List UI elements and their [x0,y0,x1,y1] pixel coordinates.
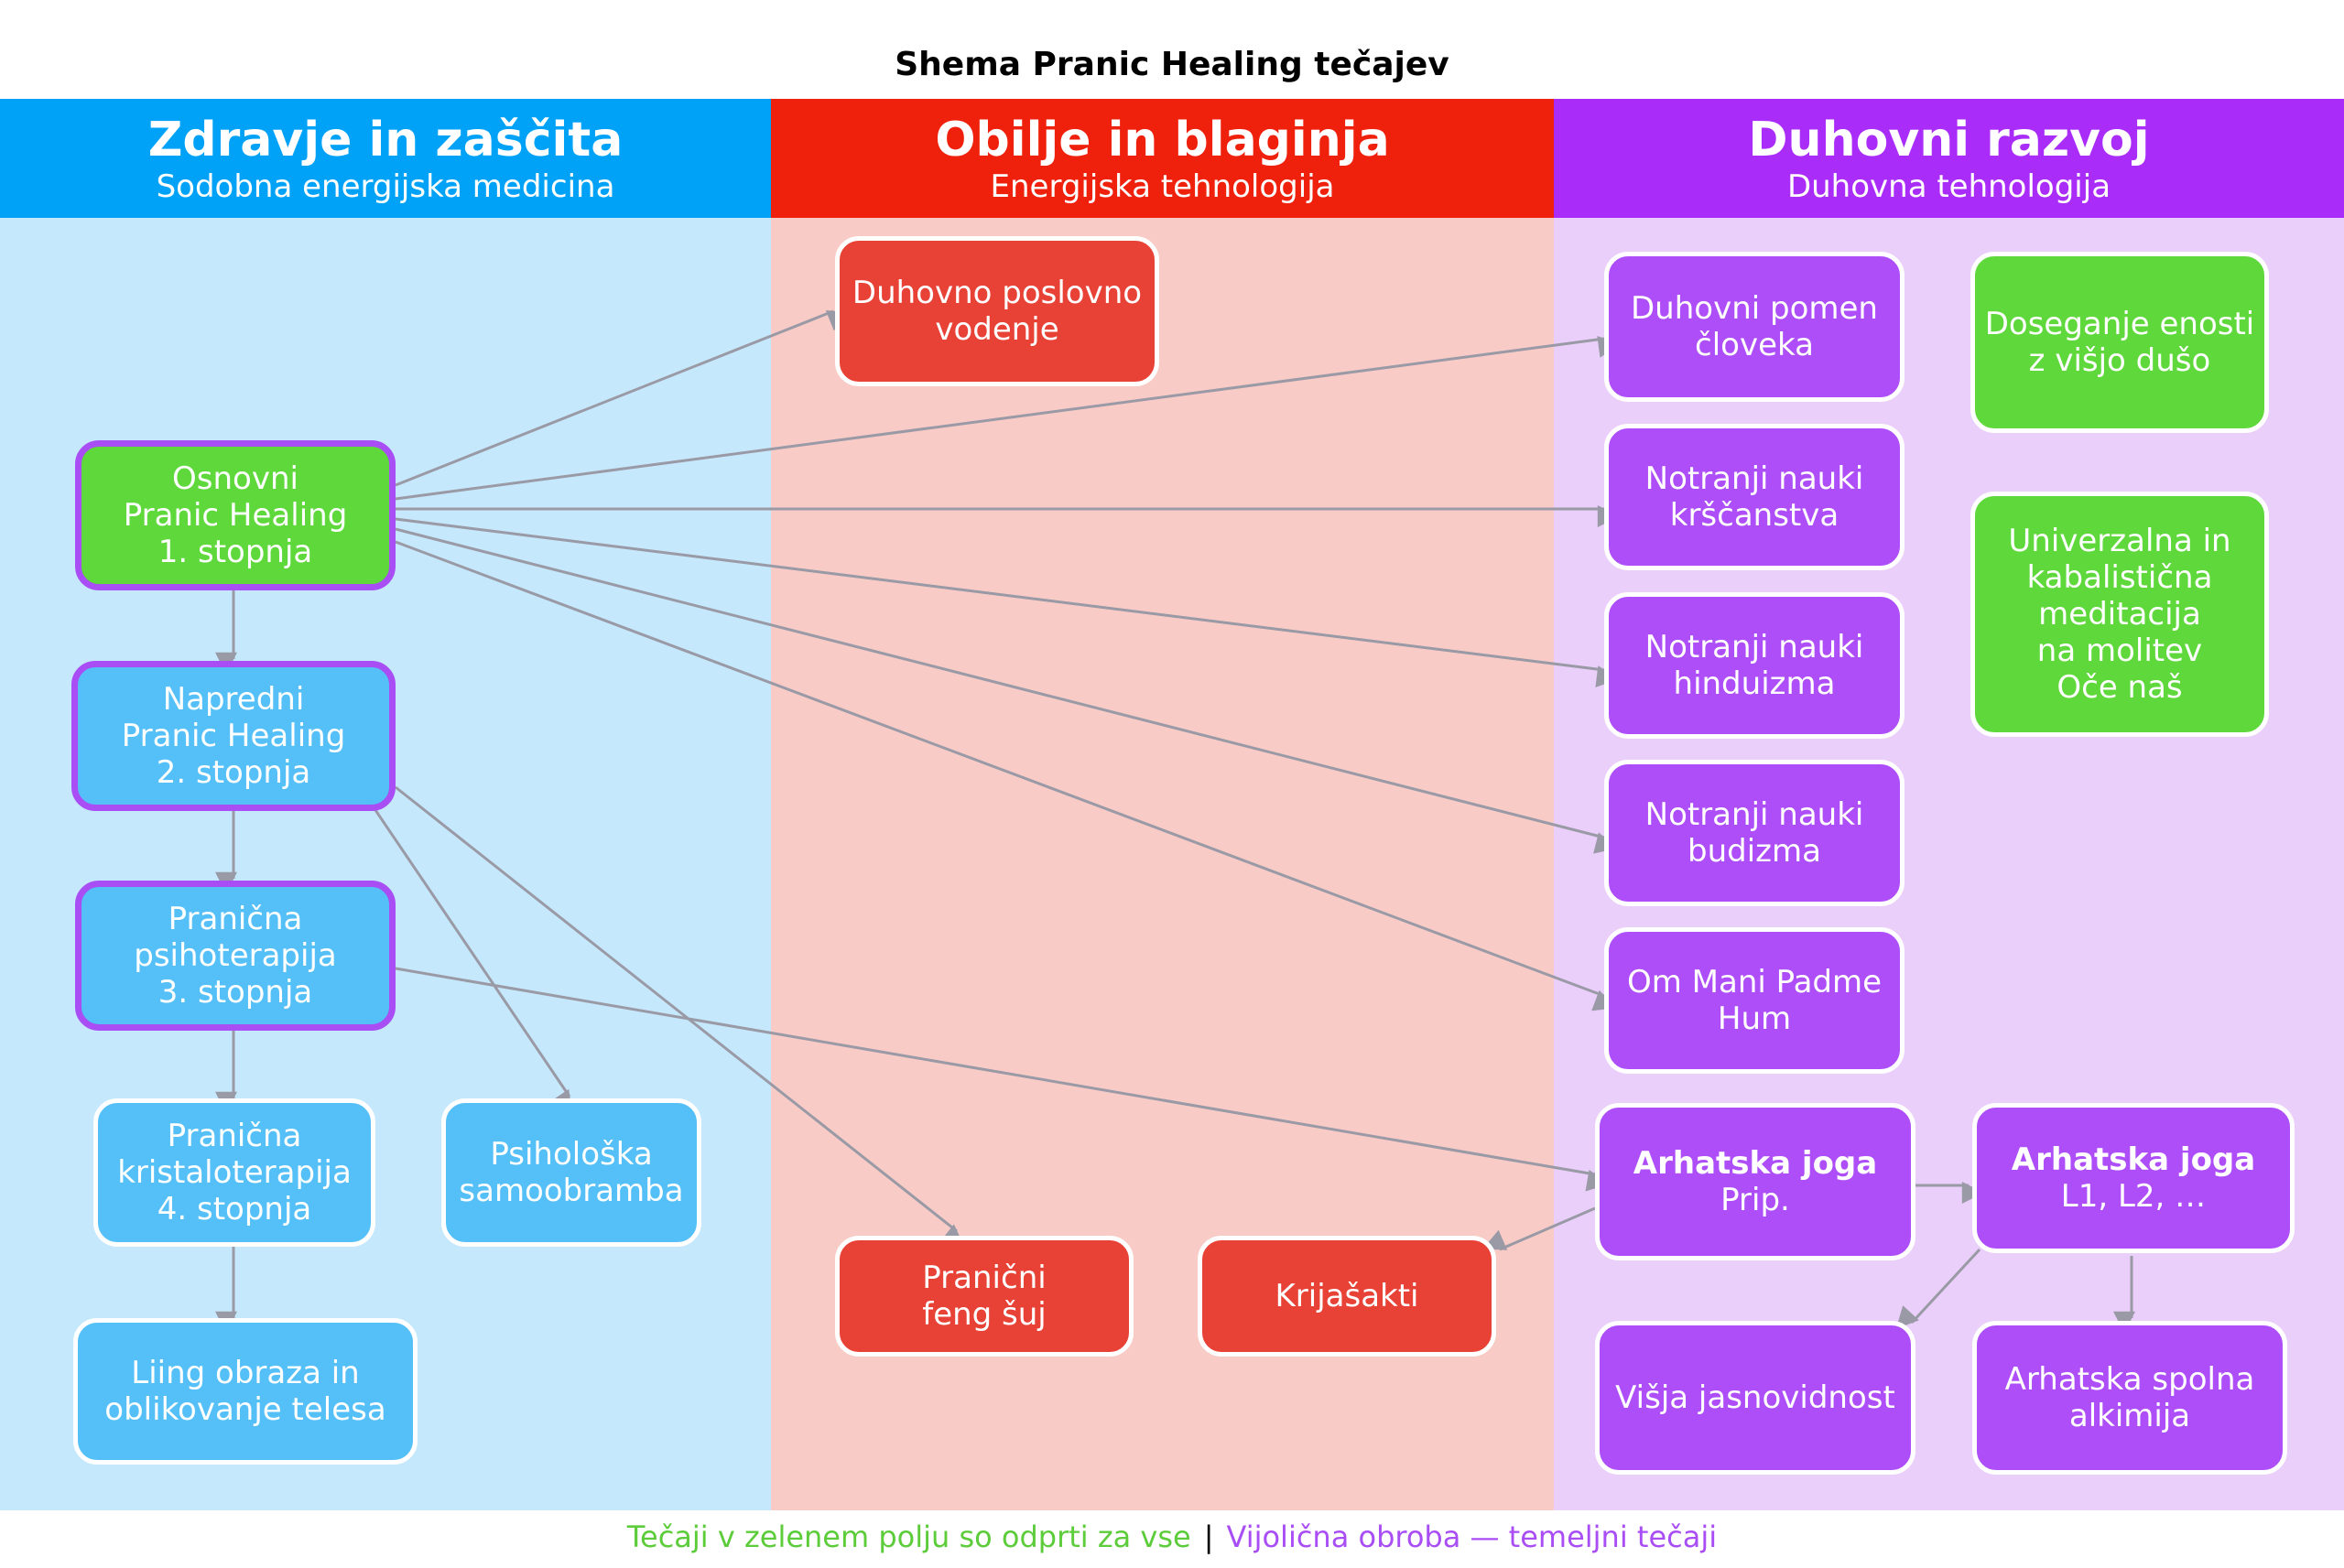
course-napredni-pranic-healing[interactable]: Napredni Pranic Healing 2. stopnja [71,661,396,811]
course-duhovni-pomen-cloveka[interactable]: Duhovni pomen človeka [1604,252,1904,402]
course-level: L1, L2, … [2060,1178,2207,1215]
course-notranji-nauki-krscanstva[interactable]: Notranji nauki krščanstva [1604,424,1904,570]
column-subtitle: Energijska tehnologija [990,168,1335,205]
course-univerzalna-meditacija[interactable]: Univerzalna in kabalistična meditacija n… [1970,492,2269,737]
column-header-health: Zdravje in zaščita Sodobna energijska me… [0,99,771,218]
course-psiholoska-samoobramba[interactable]: Psihološka samoobramba [441,1098,701,1247]
course-doseganje-enosti[interactable]: Doseganje enosti z višjo dušo [1970,252,2269,433]
arrow-psihoterapija-to-arhatska-prip [395,967,1610,1192]
column-subtitle: Duhovna tehnologija [1786,168,2111,205]
column-title: Duhovni razvoj [1748,113,2150,168]
arrow-osnovni-to-pomen [395,335,1621,501]
course-title: Arhatska joga [2011,1141,2256,1178]
course-notranji-nauki-budizma[interactable]: Notranji nauki budizma [1604,760,1904,906]
course-arhatska-spolna-alkimija[interactable]: Arhatska spolna alkimija [1972,1321,2287,1475]
course-level: Prip. [1720,1182,1790,1218]
course-arhatska-joga-levels[interactable]: Arhatska joga L1, L2, … [1972,1103,2295,1253]
arrow-osnovni-to-hinduizem [395,517,1619,687]
course-pranicna-psihoterapija[interactable]: Pranična psihoterapija 3. stopnja [75,881,396,1031]
arrow-napredni-to-samoobramba [374,809,572,1114]
column-body-health [0,218,771,1510]
arrow-osnovni-to-poslovno [395,309,851,487]
legend-green-text: Tečaji v zelenem polju so odprti za vse [626,1519,1191,1554]
legend-separator: | [1203,1519,1214,1554]
legend: Tečaji v zelenem polju so odprti za vse |… [0,1519,2344,1554]
course-liing-obraza[interactable]: Liing obraza in oblikovanje telesa [73,1318,418,1465]
course-krijasakti[interactable]: Krijašakti [1198,1236,1496,1357]
course-osnovni-pranic-healing[interactable]: Osnovni Pranic Healing 1. stopnja [75,440,396,590]
course-title: Arhatska joga [1633,1145,1878,1182]
course-pranicni-feng-suj[interactable]: Pranični feng šuj [835,1236,1134,1357]
arrow-osnovni-to-budizem [395,527,1618,854]
arrow-arhatska-l-to-jasnovidnost [1895,1248,1981,1329]
arrow-osnovni-to-ommani [395,540,1616,1011]
course-arhatska-joga-prip[interactable]: Arhatska joga Prip. [1595,1103,1915,1260]
course-pranicna-kristaloterapija[interactable]: Pranična kristaloterapija 4. stopnja [93,1098,375,1247]
arrow-napredni-to-fengsuj [395,785,965,1247]
column-header-spiritual: Duhovni razvoj Duhovna tehnologija [1554,99,2344,218]
column-title: Obilje in blaginja [935,113,1390,168]
column-subtitle: Sodobna energijska medicina [156,168,615,205]
arrow-arhatska-prip-to-krijasakti [1482,1206,1596,1251]
course-om-mani-padme-hum[interactable]: Om Mani Padme Hum [1604,927,1904,1074]
column-header-abundance: Obilje in blaginja Energijska tehnologij… [771,99,1554,218]
course-duhovno-poslovno-vodenje[interactable]: Duhovno poslovno vodenje [835,236,1159,386]
column-title: Zdravje in zaščita [147,113,624,168]
legend-purple-text: Vijolična obroba — temeljni tečaji [1226,1519,1718,1554]
course-notranji-nauki-hinduizma[interactable]: Notranji nauki hinduizma [1604,592,1904,739]
diagram-title: Shema Pranic Healing tečajev [895,46,1449,83]
course-visja-jasnovidnost[interactable]: Višja jasnovidnost [1595,1321,1915,1475]
